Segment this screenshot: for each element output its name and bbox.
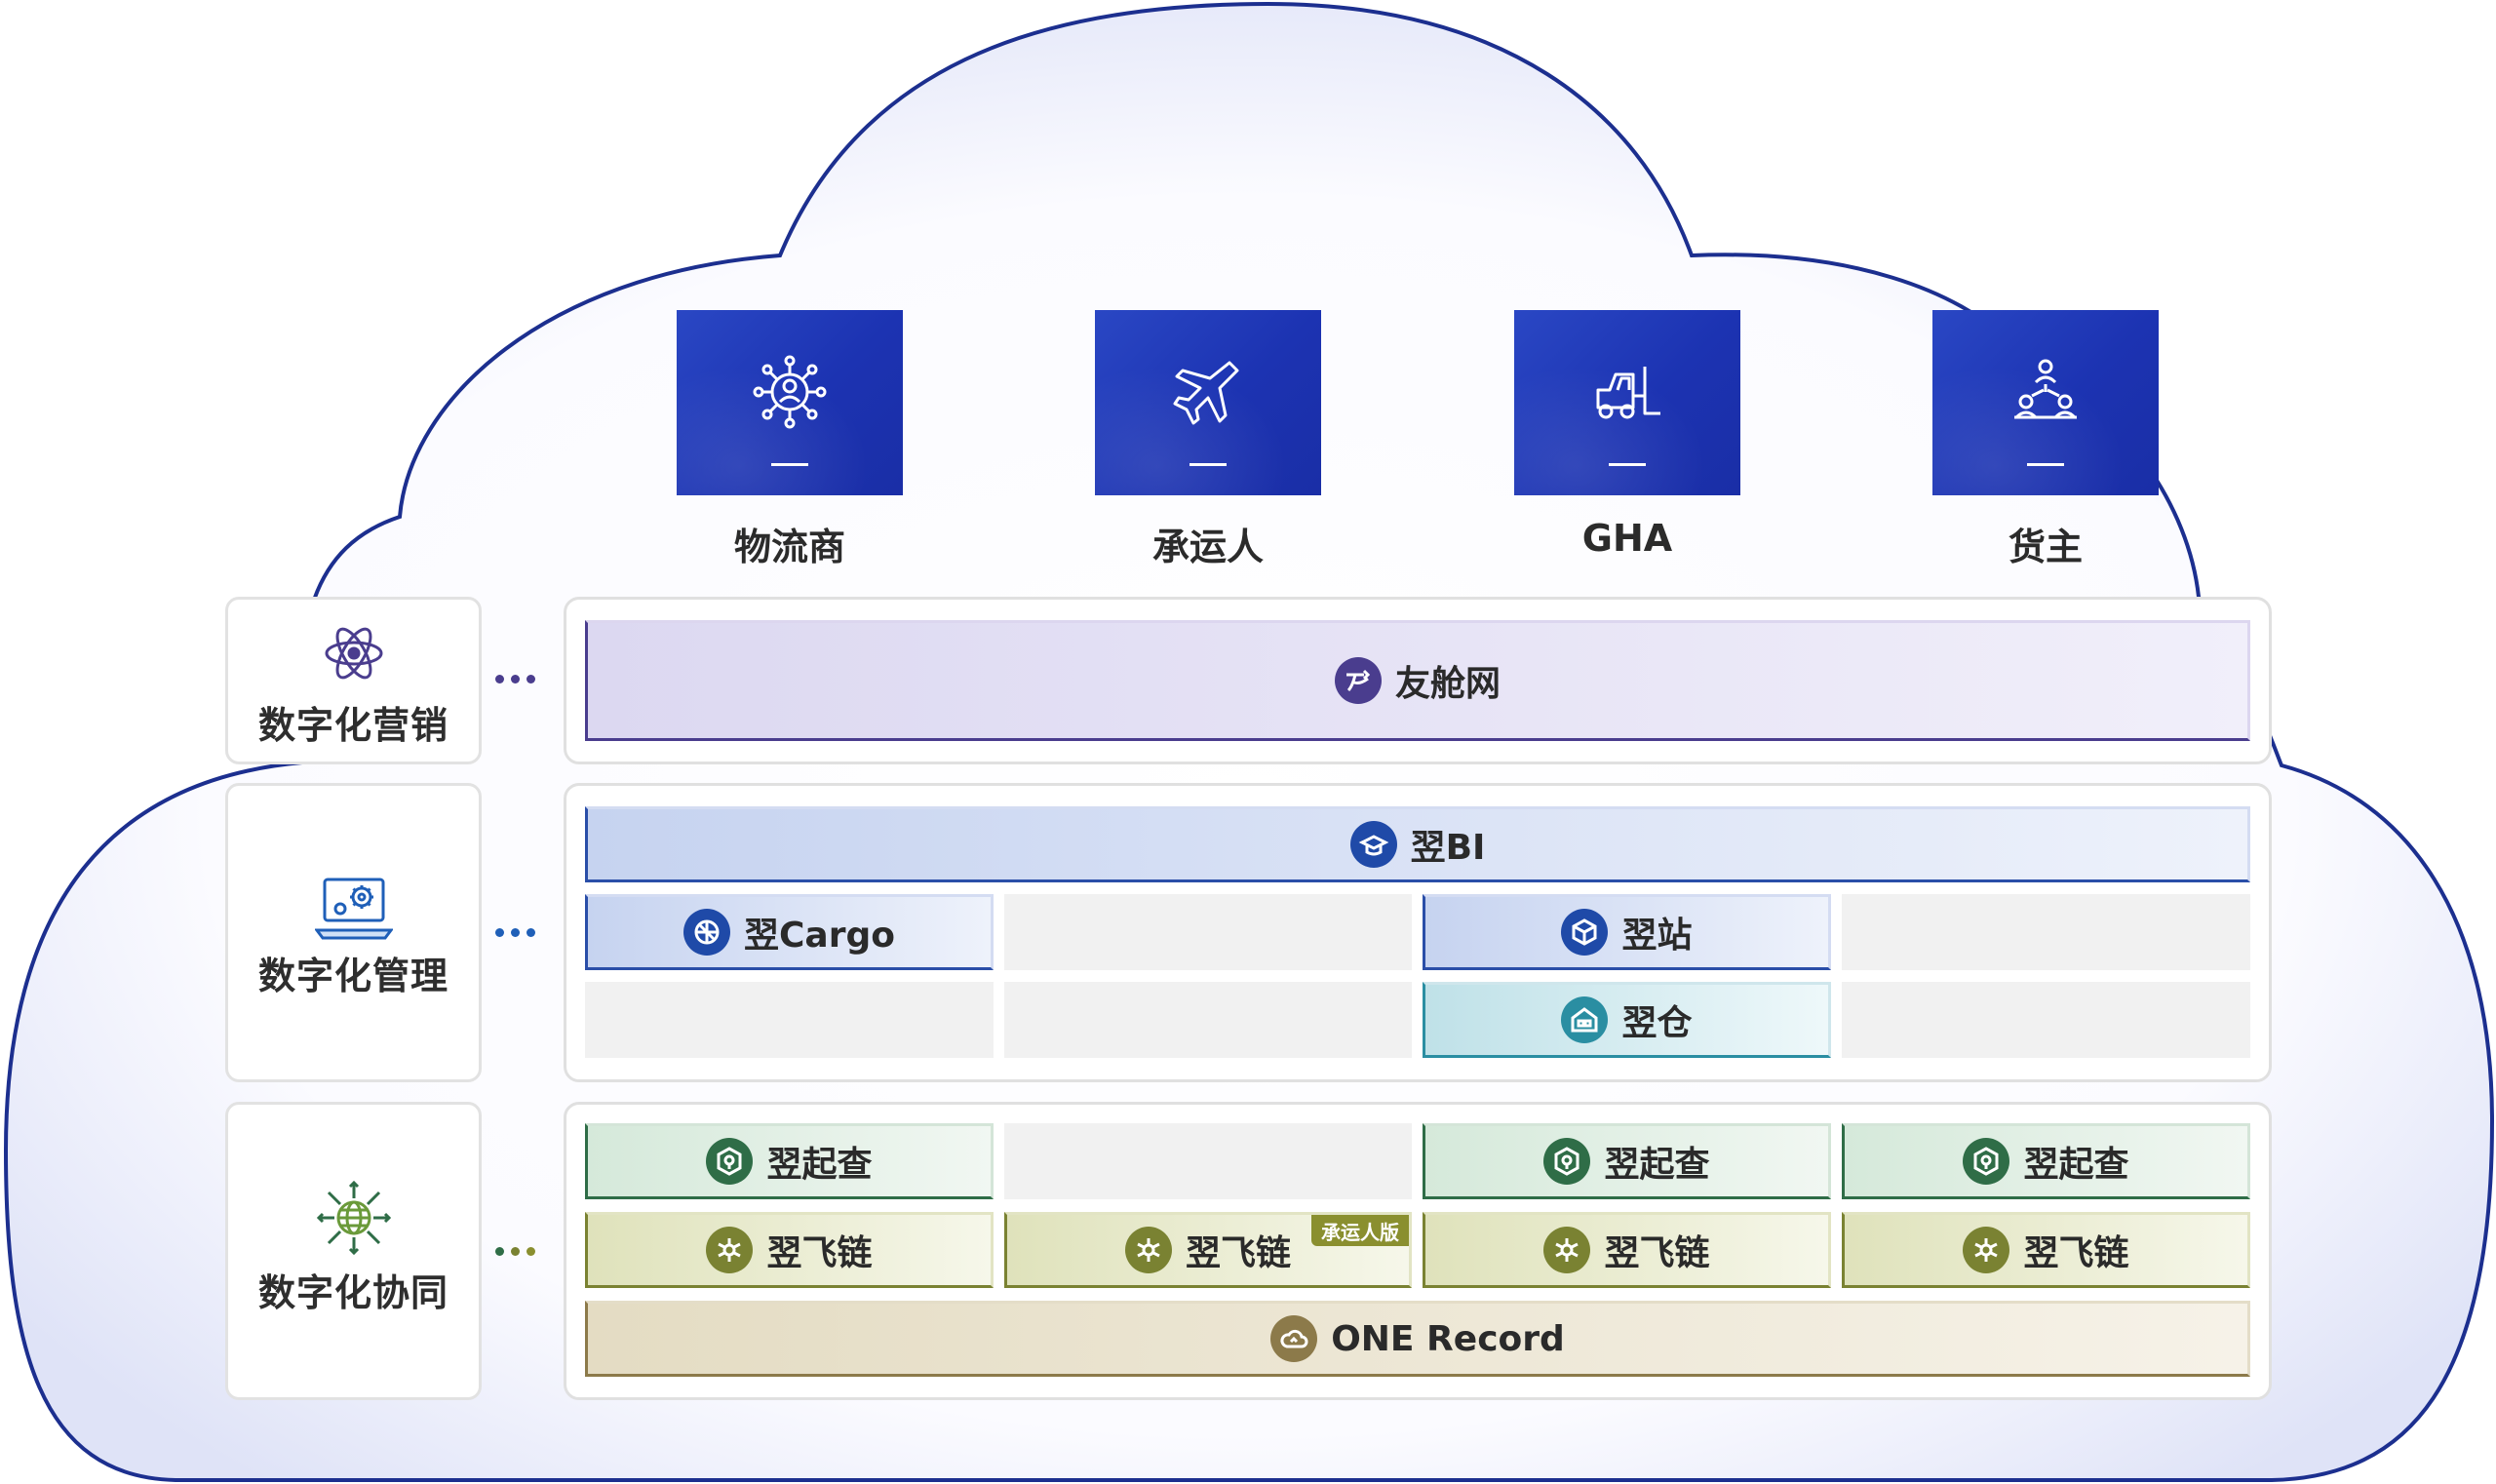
yi-feilian-logo-icon [706,1227,754,1273]
product-label: 翌飞链 [2023,1233,2129,1273]
atom-icon [325,627,382,680]
airplane-icon [1173,361,1239,425]
product-label: 翌起查 [2023,1145,2129,1185]
product-label: 翌站 [1621,916,1693,956]
product-yi-feilian[interactable]: 翌飞链 [1842,1212,2250,1288]
category-label-collaboration: 数字化协同 [257,1271,448,1314]
yi-qicha-logo-icon [1543,1138,1591,1185]
youcangwang-logo-icon [1334,657,1382,704]
yi-feilian-logo-icon [1124,1227,1172,1273]
carrier-edition-tag: 承运人版 [1311,1215,1409,1246]
forklift-icon [1596,367,1660,419]
product-yi-qicha[interactable]: 翌起查 [585,1123,994,1199]
category-card-marketing: 数字化营销 [225,597,482,764]
yi-feilian-logo-icon [1543,1227,1591,1273]
connector-dots-collaboration [495,1247,544,1257]
product-label: 友舱网 [1394,664,1501,704]
empty-cell [1004,982,1412,1058]
empty-cell [1004,1123,1412,1199]
yi-cargo-logo-icon [683,909,730,956]
product-label: 翌仓 [1621,1003,1693,1043]
product-label: 翌飞链 [766,1233,873,1273]
network-person-icon [753,355,827,429]
laptop-gear-icon [314,878,393,940]
cloud-link-icon [1270,1315,1318,1362]
product-yi-cargo[interactable]: 翌Cargo [585,894,994,970]
product-label: 翌BI [1410,828,1486,868]
category-label-management: 数字化管理 [257,955,448,997]
stakeholder-label-gha: GHA [1581,517,1673,560]
empty-cell [585,982,994,1058]
yi-qicha-logo-icon [1963,1138,2010,1185]
connector-dots-marketing [495,675,544,684]
category-card-management: 数字化管理 [225,783,482,1082]
product-label: ONE Record [1331,1318,1565,1359]
globe-arrows-icon [316,1180,391,1256]
product-label: 翌起查 [766,1145,873,1185]
stakeholder-tile-shipper [1932,310,2159,495]
product-yi-feilian-carrier[interactable]: 翌飞链 承运人版 [1004,1212,1412,1288]
people-hierarchy-icon [2014,359,2077,419]
product-yi-feilian[interactable]: 翌飞链 [585,1212,994,1288]
empty-cell [1842,894,2250,970]
product-label: 翌Cargo [744,916,895,956]
product-yi-qicha[interactable]: 翌起查 [1842,1123,2250,1199]
category-label-marketing: 数字化营销 [257,704,448,747]
product-label: 翌起查 [1604,1145,1710,1185]
yi-cang-logo-icon [1561,996,1609,1043]
stakeholder-label-carrier: 承运人 [1151,526,1264,568]
empty-cell [1004,894,1412,970]
product-yi-feilian[interactable]: 翌飞链 [1423,1212,1831,1288]
product-yi-bi[interactable]: 翌BI [585,806,2250,882]
product-yi-zhan[interactable]: 翌站 [1423,894,1831,970]
stakeholder-tile-carrier [1095,310,1321,495]
yi-bi-logo-icon [1349,821,1397,868]
stakeholder-tile-gha [1514,310,1740,495]
stakeholder-label-logistics: 物流商 [733,526,845,568]
product-one-record[interactable]: ONE Record [585,1301,2250,1377]
product-yi-cang[interactable]: 翌仓 [1423,982,1831,1058]
yi-feilian-logo-icon [1963,1227,2010,1273]
product-label: 翌飞链 [1185,1233,1291,1273]
stakeholder-label-shipper: 货主 [2008,526,2083,568]
yi-qicha-logo-icon [706,1138,754,1185]
product-youcangwang[interactable]: 友舱网 [585,620,2250,741]
stakeholder-tile-logistics [677,310,903,495]
connector-dots-management [495,928,544,938]
product-label: 翌飞链 [1604,1233,1710,1273]
yi-zhan-logo-icon [1561,909,1609,956]
product-yi-qicha[interactable]: 翌起查 [1423,1123,1831,1199]
tile-dash [1609,463,1646,466]
tile-dash [2027,463,2064,466]
category-card-collaboration: 数字化协同 [225,1102,482,1400]
tile-dash [1190,463,1227,466]
tile-dash [771,463,808,466]
empty-cell [1842,982,2250,1058]
